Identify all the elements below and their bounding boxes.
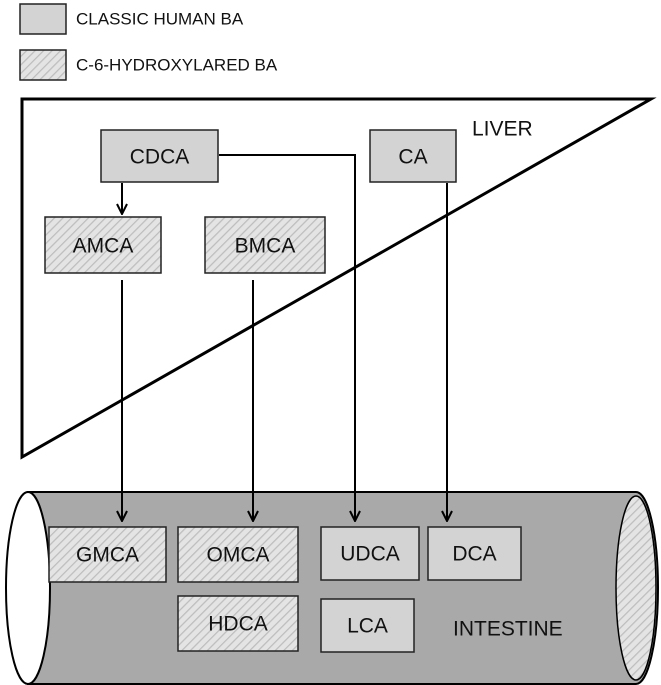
intestine-region: [5, 491, 659, 685]
box-hdca: HDCA: [177, 595, 299, 652]
box-dca: DCA: [427, 526, 522, 581]
box-dca-label: DCA: [452, 543, 496, 566]
legend-label-hydroxylated: C-6-HYDROXYLARED BA: [76, 56, 278, 75]
box-gmca-label: GMCA: [76, 544, 139, 567]
arrows: [122, 154, 447, 521]
box-udca: UDCA: [320, 526, 420, 581]
box-amca: AMCA: [44, 216, 162, 274]
box-hdca-label: HDCA: [208, 613, 268, 636]
arrow-cdca-to-udca: [219, 154, 355, 521]
box-cdca-label: CDCA: [130, 146, 190, 169]
box-lca: LCA: [320, 598, 415, 653]
liver-region: [20, 97, 657, 460]
intestine-right-end: [615, 495, 657, 681]
box-lca-label: LCA: [347, 615, 388, 638]
box-udca-label: UDCA: [340, 543, 400, 566]
box-cdca: CDCA: [100, 129, 219, 183]
box-amca-label: AMCA: [73, 235, 134, 258]
legend-label-classic: CLASSIC HUMAN BA: [76, 10, 244, 29]
legend-swatch-classic: [19, 3, 67, 35]
intestine-left-opening: [5, 491, 51, 685]
box-bmca: BMCA: [204, 216, 326, 274]
legend-swatch-hydroxylated: [19, 49, 67, 81]
box-ca: CA: [369, 129, 457, 183]
intestine-label: INTESTINE: [453, 618, 563, 641]
box-gmca: GMCA: [48, 526, 167, 583]
legend: CLASSIC HUMAN BA C-6-HYDROXYLARED BA: [19, 3, 278, 81]
box-omca-label: OMCA: [207, 544, 270, 567]
box-omca: OMCA: [177, 526, 299, 583]
box-ca-label: CA: [398, 146, 427, 169]
liver-label: LIVER: [472, 118, 533, 141]
box-bmca-label: BMCA: [235, 235, 296, 258]
